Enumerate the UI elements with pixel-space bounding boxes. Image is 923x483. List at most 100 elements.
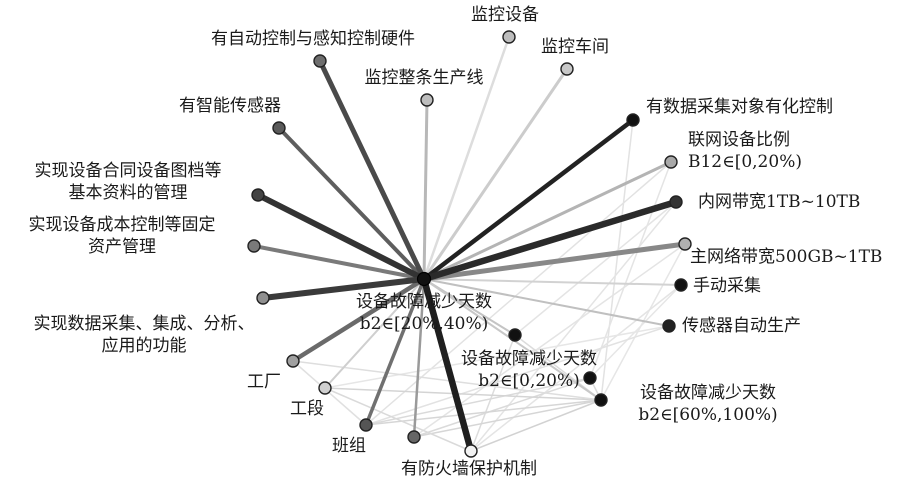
edge-n16-n20 xyxy=(365,377,591,426)
node-label-line: 实现设备成本控制等固定 xyxy=(29,215,216,235)
node-n2 xyxy=(313,54,327,68)
node-label-line: b2∈[20%,40%) xyxy=(360,314,489,334)
node-n12 xyxy=(674,278,688,292)
node-label-n15: 传感器自动生产 xyxy=(682,316,801,336)
node-n3 xyxy=(560,62,574,76)
nodes-layer xyxy=(247,30,692,458)
node-label-line: 设备故障减少天数 xyxy=(640,383,776,403)
node-n9 xyxy=(669,195,683,209)
edge-c-n19 xyxy=(324,278,425,389)
node-label-line: 手动采集 xyxy=(693,276,761,296)
edge-c-n15 xyxy=(423,278,670,327)
node-label-n1: 监控设备 xyxy=(471,5,539,25)
node-n21 xyxy=(407,430,421,444)
node-n13 xyxy=(256,291,270,305)
node-label-n17: 工厂 xyxy=(247,372,281,392)
edge-c-n3 xyxy=(422,67,569,281)
node-label-line: 有防火墙保护机制 xyxy=(401,459,537,479)
node-label-line: 应用的功能 xyxy=(102,336,187,356)
edge-c-n7 xyxy=(422,160,673,281)
edge-c-n1 xyxy=(422,35,511,281)
node-n14 xyxy=(508,328,522,342)
node-label-n22: 有防火墙保护机制 xyxy=(401,459,537,479)
node-n5 xyxy=(272,121,286,135)
edge-n16-n21 xyxy=(413,377,591,438)
node-label-n9: 内网带宽1TB~10TB xyxy=(698,192,860,212)
node-label-line: 传感器自动生产 xyxy=(682,316,801,336)
node-n10 xyxy=(247,239,261,253)
node-label-line: 有数据采集对象有化控制 xyxy=(646,97,833,117)
node-label-line: 工段 xyxy=(290,399,324,419)
node-label-n2: 有自动控制与感知控制硬件 xyxy=(211,29,415,49)
node-n8 xyxy=(251,188,265,202)
edge-c-n10 xyxy=(252,244,426,281)
edge-n6-n18 xyxy=(600,119,634,401)
edge-n22-n18 xyxy=(470,399,602,452)
node-label-n19: 工段 xyxy=(290,399,324,419)
edge-n9-n14 xyxy=(514,201,677,336)
node-label-line: 有自动控制与感知控制硬件 xyxy=(211,29,415,49)
node-n6 xyxy=(626,113,640,127)
node-n22 xyxy=(464,444,478,458)
node-label-n3: 监控车间 xyxy=(541,37,609,57)
node-n17 xyxy=(286,354,300,368)
edge-c-n5 xyxy=(277,126,426,281)
node-label-line: 设备故障减少天数 xyxy=(356,292,492,312)
node-label-line: 工厂 xyxy=(247,372,281,392)
node-n16 xyxy=(583,371,597,385)
node-label-n10: 实现设备成本控制等固定资产管理 xyxy=(29,215,216,257)
node-label-line: 联网设备比例 xyxy=(688,130,790,150)
node-label-line: 基本资料的管理 xyxy=(69,183,188,203)
node-label-n12: 手动采集 xyxy=(693,276,761,296)
edge-n14-n22 xyxy=(470,334,516,452)
node-label-line: B12∈[0,20%) xyxy=(688,152,802,172)
edge-c-n9 xyxy=(420,198,680,283)
node-label-line: 设备故障减少天数 xyxy=(461,349,597,369)
node-n19 xyxy=(318,381,332,395)
node-label-n11: 主网络带宽500GB~1TB xyxy=(690,247,882,267)
edge-c-n8 xyxy=(255,192,427,282)
node-label-line: 实现设备合同设备图档等 xyxy=(35,161,222,181)
node-label-line: 资产管理 xyxy=(88,237,156,257)
node-label-line: 班组 xyxy=(332,436,366,456)
edge-n19-n18 xyxy=(324,387,602,401)
edge-n20-n18 xyxy=(365,399,602,426)
node-label-line: b2∈[0,20%) xyxy=(478,371,580,391)
node-label-n4: 监控整条生产线 xyxy=(365,68,484,88)
edge-n7-n16 xyxy=(589,161,672,379)
edge-c-n2 xyxy=(317,58,427,282)
edge-c-n21 xyxy=(412,277,426,439)
edge-c-n4 xyxy=(422,98,429,281)
edge-c-n13 xyxy=(260,276,427,301)
edge-c-n12 xyxy=(423,278,682,286)
node-n7 xyxy=(664,155,678,169)
edge-n12-n22 xyxy=(470,284,682,452)
node-label-line: 监控整条生产线 xyxy=(365,68,484,88)
edge-n15-n19 xyxy=(324,325,670,389)
edge-c-n20 xyxy=(364,277,426,427)
node-n20 xyxy=(359,418,373,432)
node-n4 xyxy=(420,93,434,107)
edge-c-n11 xyxy=(421,241,688,282)
edge-n21-n18 xyxy=(413,399,602,438)
node-n18 xyxy=(594,393,608,407)
edge-c-n6 xyxy=(421,117,636,282)
node-label-n8: 实现设备合同设备图档等基本资料的管理 xyxy=(35,161,222,203)
node-n11 xyxy=(678,237,692,251)
node-label-n20: 班组 xyxy=(332,436,366,456)
node-label-n13: 实现数据采集、集成、分析、应用的功能 xyxy=(34,314,255,356)
node-label-line: b2∈[60%,100%) xyxy=(638,405,777,425)
edge-c-n17 xyxy=(290,276,427,364)
edge-n17-n20 xyxy=(292,360,367,426)
node-label-line: 有智能传感器 xyxy=(179,96,281,116)
node-label-line: 监控设备 xyxy=(471,5,539,25)
node-label-line: 监控车间 xyxy=(541,37,609,57)
node-label-line: 主网络带宽500GB~1TB xyxy=(690,247,882,267)
